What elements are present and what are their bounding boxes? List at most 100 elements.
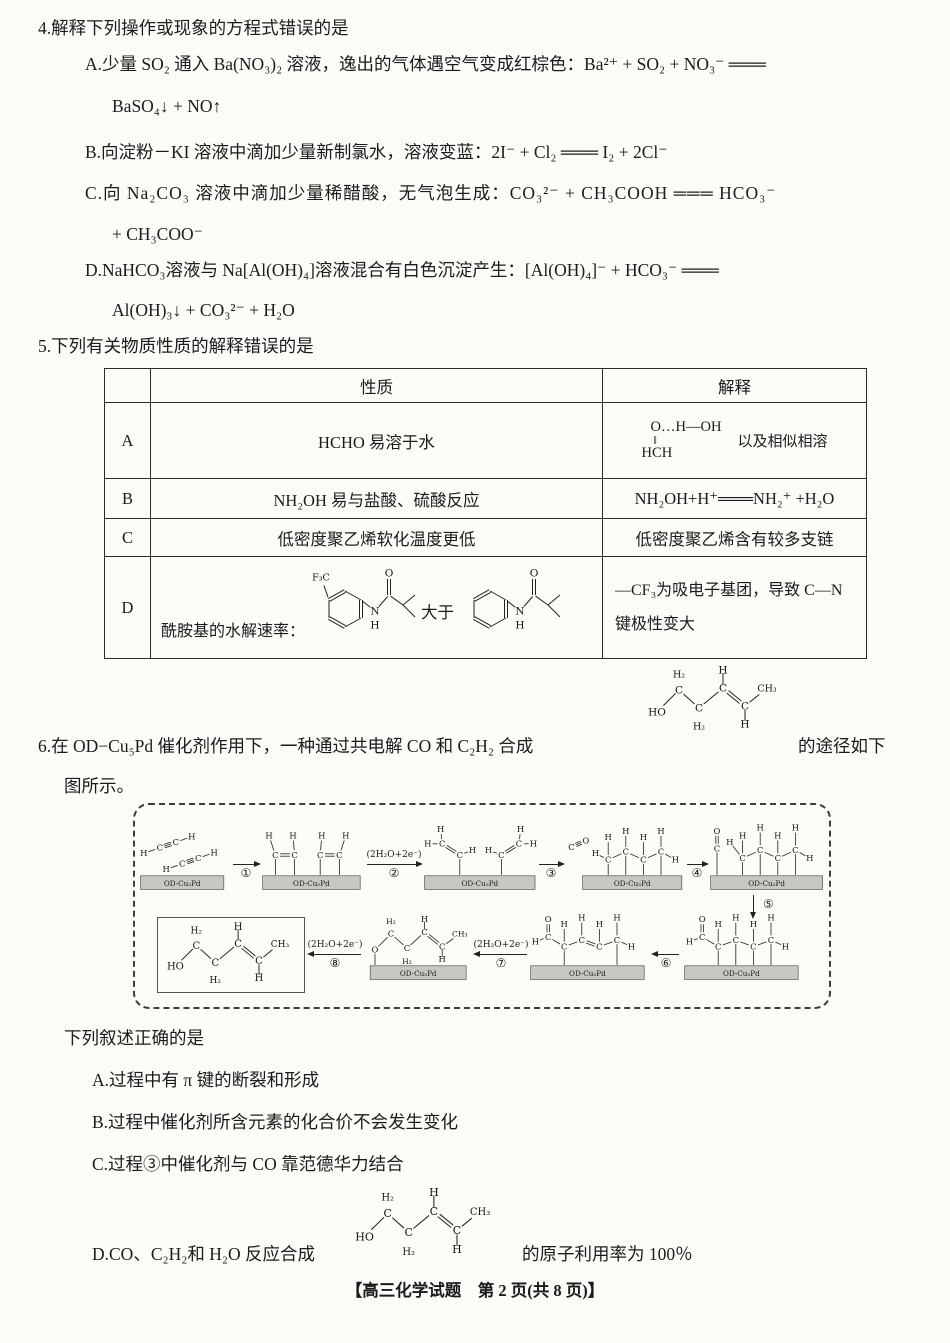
electrolysis-label: (2H₂O+2e⁻) [307, 940, 363, 950]
svg-text:C: C [561, 941, 567, 951]
svg-text:C: C [768, 935, 774, 945]
svg-text:H: H [469, 845, 476, 855]
svg-text:H₂: H₂ [693, 722, 705, 733]
arrow-step-2: (2H₂O+2e⁻) ② [366, 849, 423, 880]
svg-text:H: H [140, 848, 147, 858]
anilide-structure: NHO [473, 567, 561, 631]
svg-text:C: C [383, 1207, 391, 1220]
svg-text:H: H [429, 1186, 439, 1199]
step-5-label: ⑤ [763, 897, 774, 911]
svg-text:H: H [485, 845, 492, 855]
arrow-step-7: (2H₂O+2e⁻) ⑦ [473, 939, 528, 970]
svg-text:CH₃: CH₃ [452, 930, 467, 939]
svg-text:C: C [211, 958, 219, 969]
row-c-explanation: 低密度聚乙烯含有较多支链 [602, 518, 867, 557]
svg-text:H: H [732, 913, 739, 923]
svg-text:C: C [719, 683, 727, 695]
svg-text:H: H [255, 973, 264, 984]
svg-text:C: C [255, 956, 263, 967]
q4-option-c-line2: + CH₃COO⁻ [112, 224, 203, 244]
svg-text:O: O [714, 826, 721, 836]
svg-text:C: C [568, 842, 574, 852]
arrow-step-1: ① [233, 849, 261, 880]
q6-stem-after: 的途径如下 [798, 736, 886, 756]
table-row: B NH₂OH 易与盐酸、硫酸反应 NH₂OH+H⁺═══NH₂⁺ +H₂O [104, 478, 867, 519]
q6-option-a: A.过程中有 π 键的断裂和形成 [92, 1070, 320, 1090]
svg-text:OD-Cu₅Pd: OD-Cu₅Pd [164, 879, 201, 888]
svg-text:OD-Cu₅Pd: OD-Cu₅Pd [400, 969, 437, 978]
row-b-property: NH₂OH 易与盐酸、硫酸反应 [150, 478, 603, 519]
svg-text:H: H [530, 839, 537, 849]
greater-than-text: 大于 [421, 602, 455, 622]
q5-table: 性质 解释 A HCHO 易溶于水 O…H—OH ‖ HCH 以及相似相溶 B … [104, 368, 867, 659]
q4-option-c-line1: C.向 Na₂CO₃ 溶液中滴加少量稀醋酸，无气泡生成：CO₃²⁻ + CH₃C… [85, 183, 777, 203]
row-a-tail: 以及相似相溶 [737, 434, 828, 450]
arrow-step-4: ④ [687, 849, 709, 880]
svg-text:C: C [739, 853, 745, 863]
svg-text:H: H [806, 853, 813, 863]
svg-text:C: C [317, 850, 323, 860]
svg-text:H: H [613, 913, 620, 923]
svg-text:C: C [404, 1226, 412, 1239]
svg-text:H: H [715, 919, 722, 929]
table-row: C 低密度聚乙烯软化温度更低 低密度聚乙烯含有较多支链 [104, 518, 867, 557]
svg-text:H: H [561, 919, 568, 929]
svg-text:C: C [658, 847, 664, 857]
svg-text:H: H [628, 941, 635, 951]
svg-text:C: C [195, 853, 201, 863]
svg-text:C: C [453, 1224, 461, 1237]
svg-text:C: C [675, 685, 683, 697]
svg-text:H: H [767, 913, 774, 923]
table-header-row: 性质 解释 [104, 368, 867, 403]
q6-option-d-before: D.CO、C₂H₂和 H₂O 反应合成 [92, 1244, 315, 1264]
svg-text:C: C [291, 850, 297, 860]
q4-option-d-line2: Al(OH)₃↓ + CO₃²⁻ + H₂O [112, 300, 295, 320]
svg-text:CH₃: CH₃ [470, 1207, 490, 1218]
svg-text:HO: HO [648, 707, 666, 719]
svg-text:C: C [272, 850, 278, 860]
q4-option-a-line1: A.少量 SO₂ 通入 Ba(NO₃)₂ 溶液，逸出的气体遇空气变成红棕色：Ba… [85, 54, 766, 74]
svg-text:H₂: H₂ [191, 927, 203, 937]
q4-option-b: B.向淀粉－KI 溶液中滴加少量新制氯水，溶液变蓝：2I⁻ + Cl₂ ═══ … [85, 142, 668, 162]
step-1-label: ① [240, 866, 252, 880]
svg-text:H: H [188, 831, 195, 841]
q4-option-d-line1: D.NaHCO₃溶液与 Na[Al(OH)₄]溶液混合有白色沉淀产生：[Al(O… [85, 260, 719, 280]
svg-text:O: O [385, 567, 394, 579]
svg-text:C: C [733, 935, 739, 945]
electrolysis-label: (2H₂O+2e⁻) [366, 850, 422, 860]
svg-text:C: C [775, 853, 781, 863]
row-b-label: B [104, 478, 151, 519]
row-d-property-prefix: 酰胺基的水解速率： [161, 622, 306, 640]
svg-text:OD-Cu₅Pd: OD-Cu₅Pd [748, 879, 785, 888]
svg-text:H: H [163, 864, 170, 874]
svg-text:HO: HO [355, 1230, 374, 1243]
header-property: 性质 [150, 368, 603, 403]
svg-text:H: H [686, 937, 693, 947]
svg-text:C: C [695, 703, 703, 715]
arrow-step-5 [749, 895, 756, 919]
svg-text:C: C [498, 850, 504, 860]
step-2-label: ② [388, 866, 400, 880]
svg-text:C: C [173, 837, 179, 847]
svg-text:H: H [517, 824, 524, 834]
svg-text:C: C [404, 943, 410, 953]
row-a-property: HCHO 易溶于水 [150, 402, 603, 479]
q6-option-c: C.过程③中催化剂与 CO 靠范德华力结合 [92, 1154, 404, 1174]
svg-text:H: H [289, 831, 296, 841]
q4-option-a-line2: BaSO₄↓ + NO↑ [112, 96, 222, 116]
svg-text:CH₃: CH₃ [271, 940, 290, 950]
svg-text:H: H [424, 839, 431, 849]
svg-text:C: C [741, 701, 749, 713]
svg-text:H: H [452, 1243, 462, 1256]
q4-stem: 4.解释下列操作或现象的方程式错误的是 [38, 18, 349, 38]
svg-text:N: N [515, 605, 524, 617]
svg-text:H: H [750, 919, 757, 929]
svg-text:CH₃: CH₃ [757, 684, 777, 695]
svg-text:C: C [715, 941, 721, 951]
